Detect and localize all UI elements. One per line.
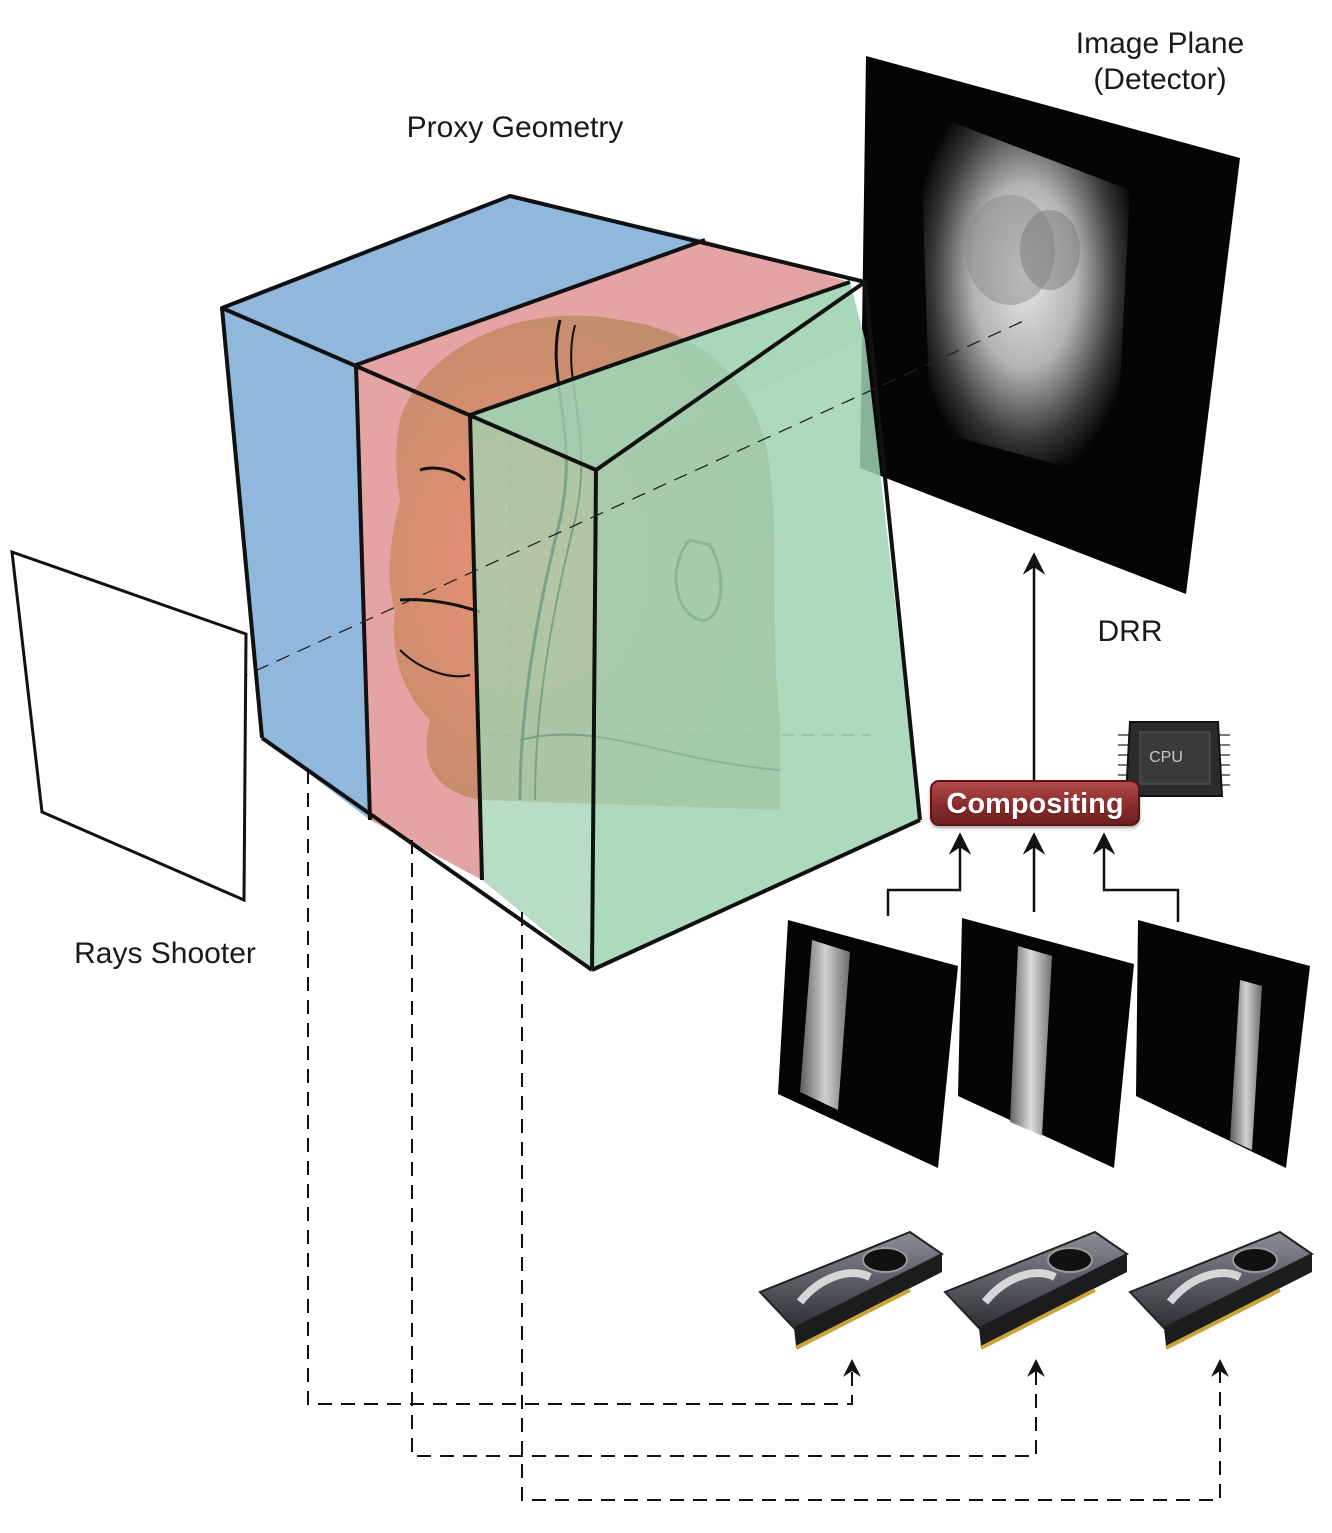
slab-to-gpu-connectors [307,770,1229,1501]
partial-image-1 [778,920,958,1168]
proxy-geometry-label: Proxy Geometry [406,111,624,144]
partial-image-2 [958,918,1134,1168]
compositing-button[interactable]: Compositing [930,780,1140,826]
image-plane-detector [860,56,1240,594]
gpu-card-icon [943,1230,1129,1350]
rays-shooter-plane [10,549,248,903]
partial-to-compositing-arrows [886,832,1180,922]
image-plane-label: Image Plane (Detector) [1075,27,1245,96]
cube-outline [220,194,922,972]
gpu-card-icon [758,1230,944,1350]
cpu-label: CPU [1149,749,1183,766]
partial-image-3 [1136,920,1310,1168]
drr-label: DRR [1097,615,1163,648]
cpu-chip-icon: CPU [1118,721,1230,797]
ray-path [129,317,1031,729]
gpu-card-icon [1128,1230,1314,1350]
rays-shooter-label: Rays Shooter [74,937,256,970]
green-slab [470,282,920,970]
